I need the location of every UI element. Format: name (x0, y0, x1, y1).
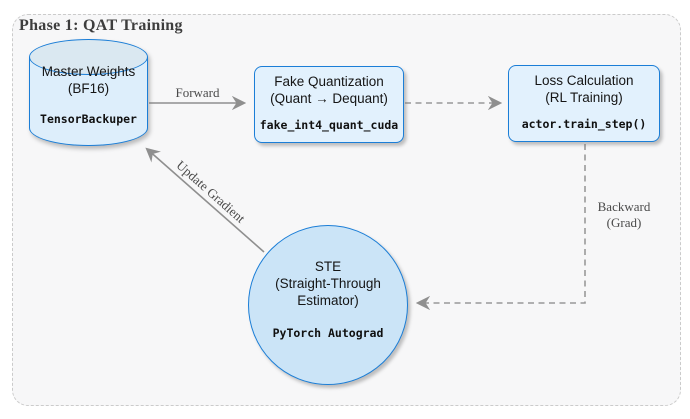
master-weights-code: TensorBackuper (40, 112, 137, 126)
diagram-title: Phase 1: QAT Training (19, 17, 183, 34)
fake-quant-label-line2: (Quant → Dequant) (270, 91, 388, 106)
backward-label-line2: (Grad) (606, 215, 642, 230)
ste-label-line2: (Straight-Through (275, 276, 381, 291)
node-loss-calculation: Loss Calculation (RL Training) actor.tra… (508, 65, 660, 142)
cylinder-top-shape (29, 39, 148, 75)
loss-calc-label-line2: (RL Training) (545, 90, 623, 105)
backward-label-line1: Backward (597, 199, 651, 214)
node-master-weights: Master Weights (BF16) TensorBackuper (29, 39, 148, 146)
loss-calc-code: actor.train_step() (521, 117, 647, 131)
ste-label-line1: STE (314, 259, 342, 274)
fake-quant-code: fake_int4_quant_cuda (259, 118, 399, 132)
node-fake-quantization: Fake Quantization (Quant → Dequant) fake… (254, 66, 404, 143)
forward-arrow-label: Forward (175, 85, 220, 100)
ste-code: PyTorch Autograd (272, 326, 384, 340)
loss-calc-label-line1: Loss Calculation (534, 73, 634, 88)
backward-arrow-label: Backward (Grad) (588, 199, 660, 231)
master-weights-label-line2: (BF16) (67, 81, 110, 96)
master-weights-label-line1: Master Weights (41, 64, 136, 79)
node-ste: STE (Straight-Through Estimator) PyTorch… (248, 225, 408, 385)
fake-quant-label-line1: Fake Quantization (274, 74, 384, 89)
ste-label-line3: Estimator) (297, 293, 359, 308)
